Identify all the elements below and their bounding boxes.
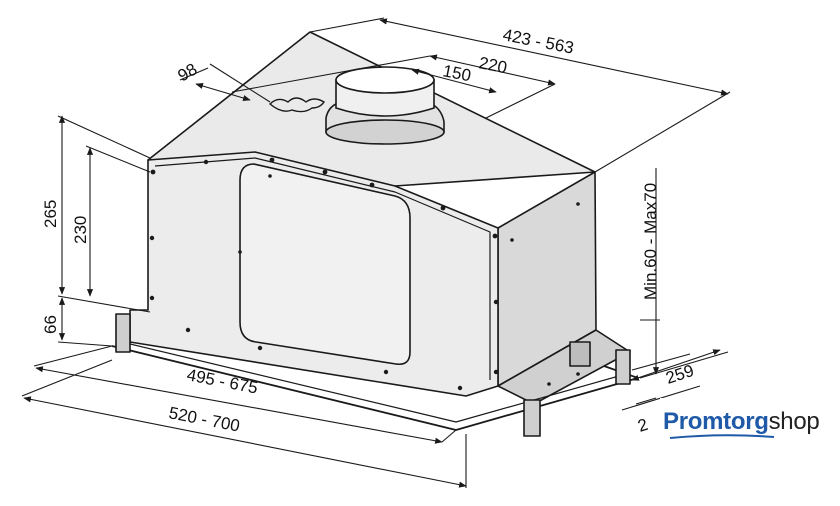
hood-front-flange (154, 157, 491, 380)
hood-inner-panel (239, 163, 411, 366)
rivets (149, 157, 580, 391)
dimension-lines (21, 17, 731, 488)
dim-inner-width: 495 - 675 (185, 365, 259, 397)
brand-logo: Promtorgshop (663, 408, 820, 436)
dim-top-width: 423 - 563 (501, 25, 575, 57)
dim-outer-width: 520 - 700 (167, 403, 241, 435)
dim-height-lower: 66 (41, 315, 60, 334)
hood-body (111, 31, 639, 437)
dim-duct-offset-side: 98 (175, 60, 201, 86)
duct-outlet (325, 66, 445, 145)
dim-duct-diameter: 150 (441, 61, 472, 85)
dim-depth-extra: 2 (635, 415, 650, 436)
right-foot (615, 349, 631, 385)
latch (569, 341, 591, 367)
dim-height-body: 230 (71, 216, 90, 244)
top-emblem (268, 97, 325, 113)
left-foot (115, 313, 131, 353)
dim-duct-offset-depth: 220 (477, 53, 508, 77)
logo-swoosh (669, 434, 775, 439)
logo-part-shop: shop (768, 408, 820, 435)
logo-part-brand: Promtorg (663, 408, 769, 435)
dim-height-total: 265 (41, 200, 60, 228)
dim-bottom-gap: Min.60 - Max70 (641, 183, 660, 300)
logo-background (660, 398, 836, 450)
front-foot (523, 399, 541, 437)
dim-depth: 259 (663, 361, 696, 388)
